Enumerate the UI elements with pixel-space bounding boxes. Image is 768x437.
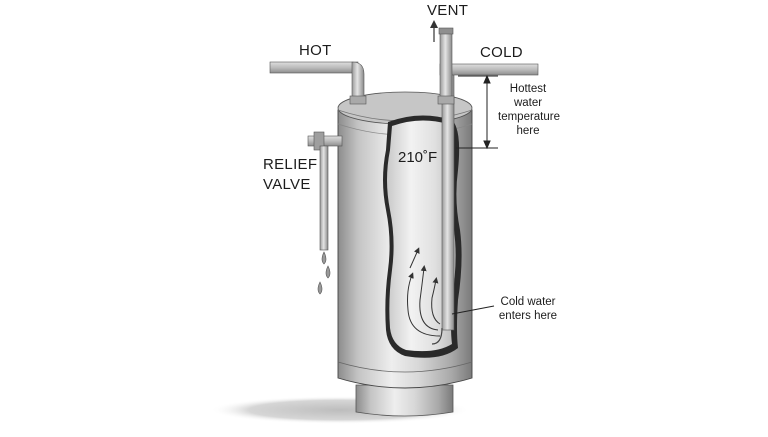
- relief-label: RELIEF: [263, 156, 318, 173]
- hottest-label-line: temperature: [498, 111, 561, 123]
- hottest-label-line: water: [513, 97, 543, 109]
- cold-water-label-line: Cold water: [500, 296, 556, 308]
- hot-pipe: [269, 61, 367, 105]
- water-drop-icon: [317, 251, 331, 295]
- hottest-label-line: Hottest: [509, 83, 547, 95]
- dip-tube-outlet: [431, 327, 443, 345]
- hottest-label: Hottest water temperature here: [498, 82, 561, 138]
- temperature-label: 210˚F: [398, 149, 438, 166]
- dip-tube: [441, 71, 455, 331]
- hottest-bracket: [456, 74, 498, 150]
- hottest-label-line: here: [516, 125, 540, 137]
- cold-label: COLD: [480, 44, 523, 61]
- flow-arrow-icon: [407, 247, 441, 337]
- cold-water-leader: [451, 305, 495, 315]
- hot-label: HOT: [299, 42, 332, 59]
- relief-valve: [307, 131, 343, 251]
- cold-water-label: Cold water enters here: [492, 295, 564, 323]
- tank-interior: [387, 120, 456, 352]
- cold-water-label-line: enters here: [498, 310, 558, 322]
- tank-bottom-band: [337, 361, 473, 373]
- cold-pipe: [437, 27, 539, 105]
- arrow-up-icon: [430, 20, 438, 42]
- tank-base: [355, 384, 454, 417]
- valve-label: VALVE: [263, 176, 311, 193]
- vent-label: VENT: [427, 2, 469, 19]
